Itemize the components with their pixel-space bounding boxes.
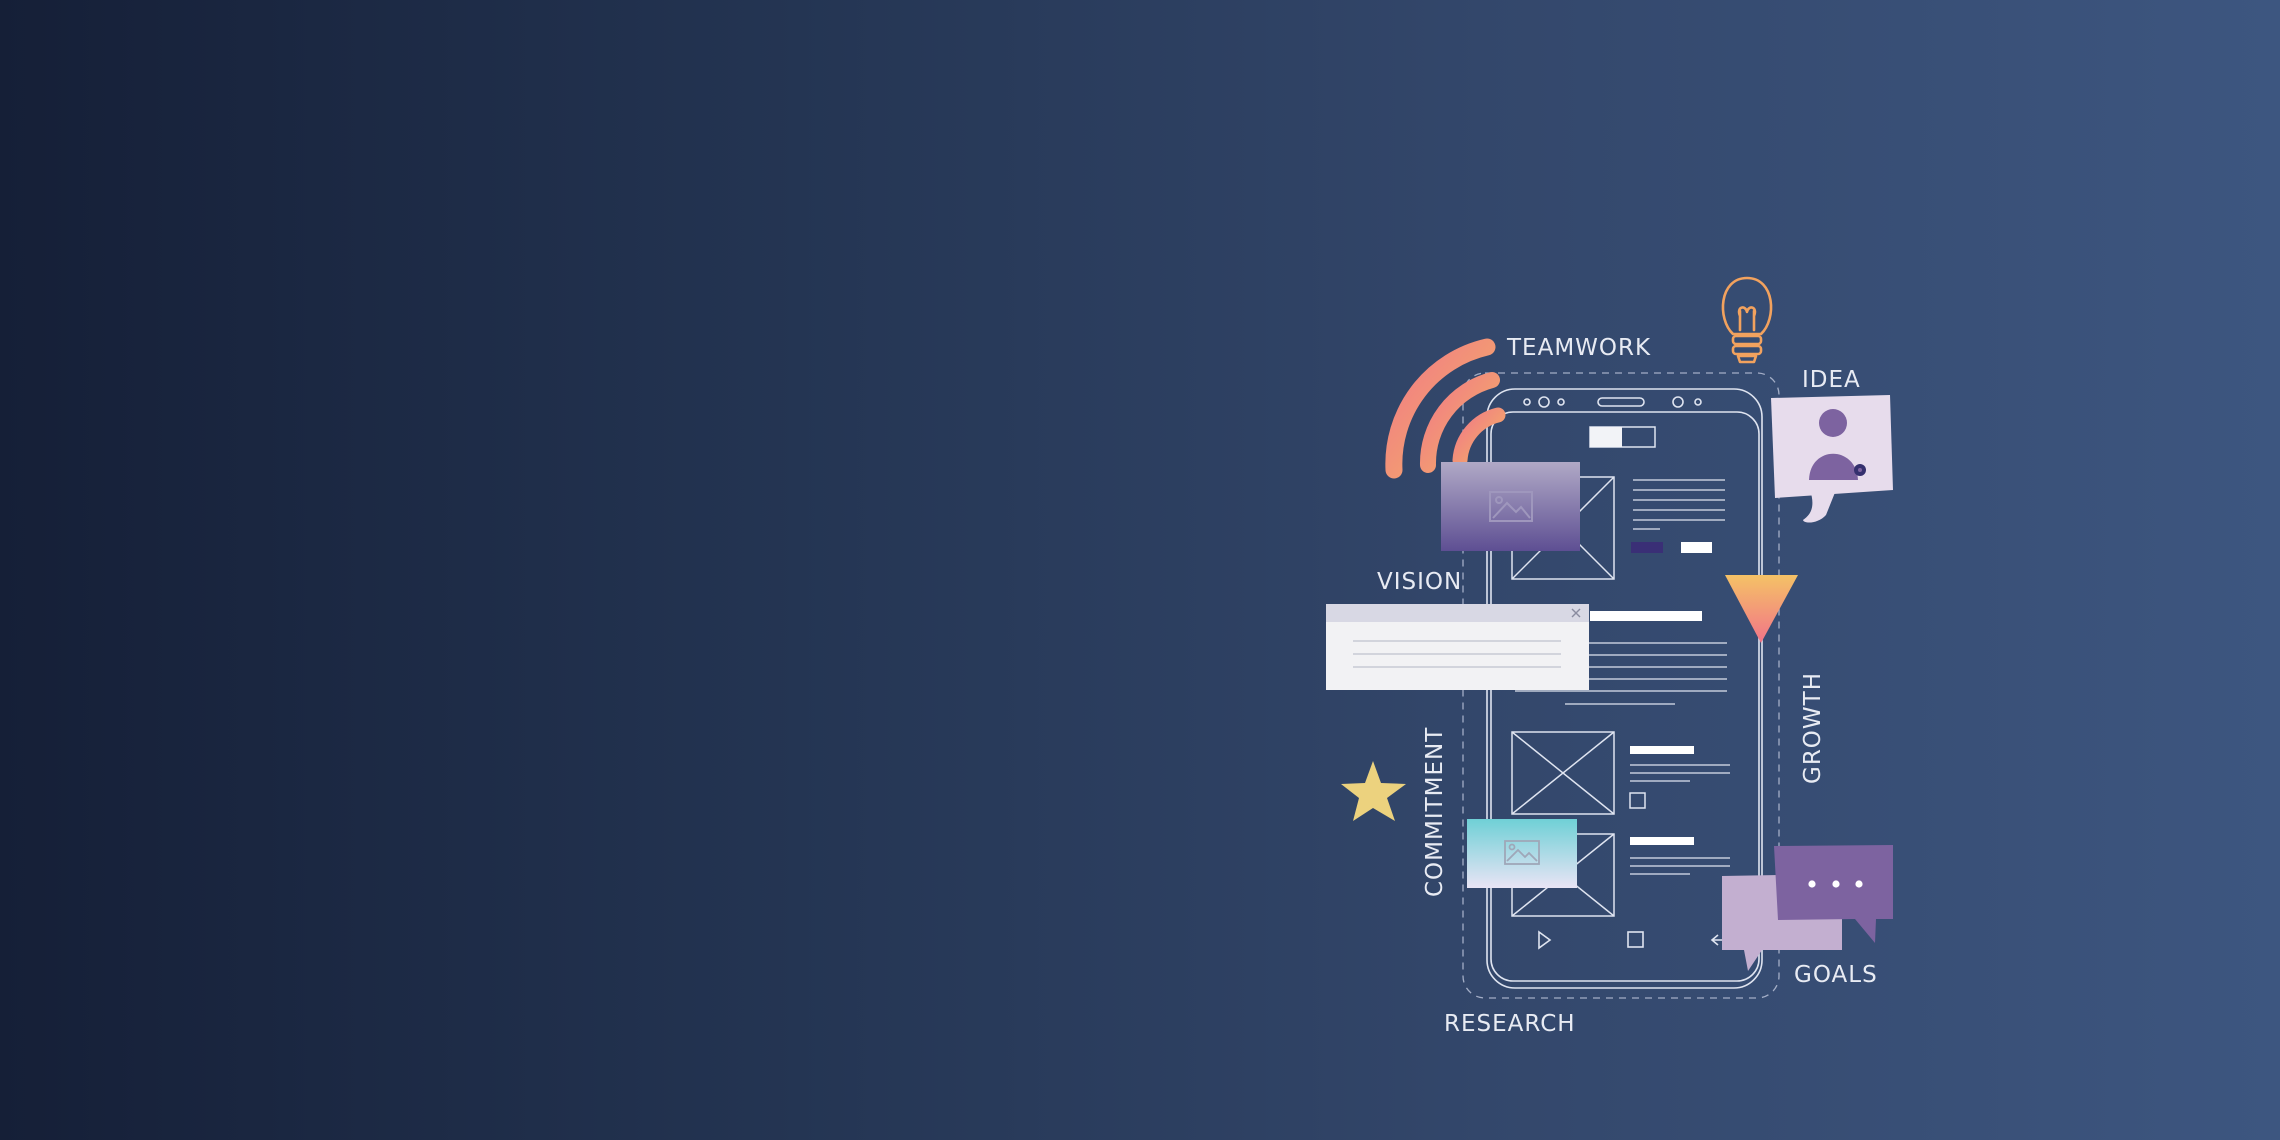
label-teamwork: TEAMWORK: [1506, 335, 1651, 361]
label-commitment: COMMITMENT: [1422, 727, 1448, 897]
button-light: [1681, 542, 1712, 553]
image-placeholder-2: [1511, 731, 1615, 815]
lightbulb-icon: [1721, 276, 1773, 364]
text-lines-1: [1633, 479, 1725, 530]
label-vision: VISION: [1377, 569, 1462, 595]
chat-bubble-icon: [1722, 845, 1893, 971]
label-idea: IDEA: [1802, 367, 1861, 393]
text-lines-3: [1630, 857, 1730, 875]
close-icon: [1571, 608, 1581, 618]
label-goals: GOALS: [1794, 962, 1878, 988]
button-dark: [1631, 542, 1663, 553]
label-research: RESEARCH: [1444, 1011, 1576, 1037]
label-growth: GROWTH: [1800, 672, 1826, 784]
heading-bar: [1590, 611, 1702, 621]
image-placeholder-icon: [1489, 491, 1533, 522]
wifi-signal-icon: [1385, 338, 1506, 479]
heading-bar-3: [1630, 837, 1694, 845]
image-placeholder-icon: [1504, 840, 1540, 865]
checkbox: [1629, 792, 1646, 809]
purple-image-card: [1441, 462, 1580, 551]
text-lines-2: [1630, 764, 1730, 782]
heading-bar-2: [1630, 746, 1694, 754]
user-profile-icon: [1771, 395, 1893, 523]
toggle-switch: [1589, 426, 1656, 448]
dashed-frame: [1462, 372, 1780, 999]
dialog-window: [1326, 604, 1589, 690]
triangle-funnel-icon: [1725, 575, 1798, 643]
star-icon: [1341, 761, 1406, 821]
teal-image-card: [1467, 819, 1577, 888]
